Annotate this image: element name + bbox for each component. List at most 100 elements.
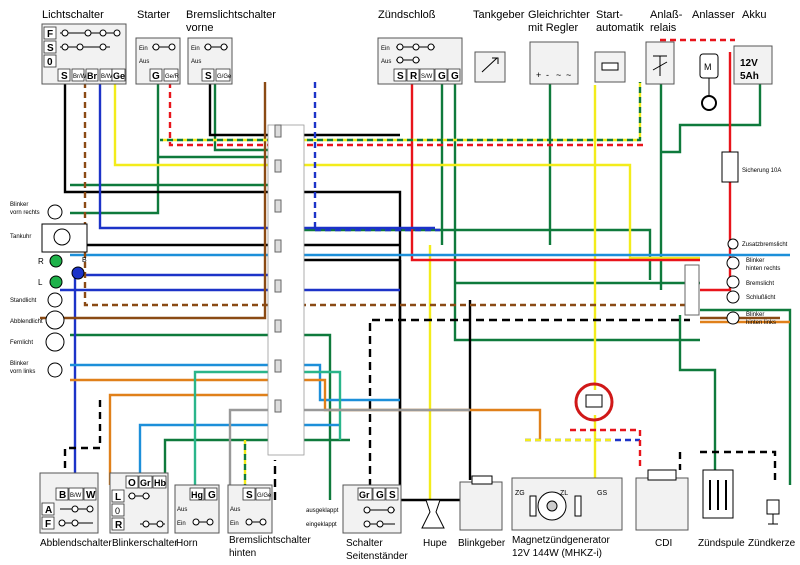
label-anlassrelais-2: relais [650,22,677,34]
wire-green-ignition [453,82,700,342]
svg-text:G: G [208,490,216,501]
right-labels: Sicherung 10A Zusatzbremslicht Blinker h… [721,151,788,326]
wire-bluedash-1 [313,82,440,232]
svg-text:Blinkerschalter: Blinkerschalter [112,538,178,549]
svg-text:Blinkgeber: Blinkgeber [458,538,506,549]
svg-text:GS: GS [597,490,607,497]
svg-text:B/W: B/W [101,74,113,80]
label-starter: Starter [137,9,170,21]
svg-text:G/Ge: G/Ge [217,74,232,80]
svg-text:Blinker: Blinker [746,258,764,264]
blinkgeber-block: Blinkgeber [458,475,506,549]
wire-black-brake [208,82,400,137]
svg-text:S: S [397,71,404,82]
svg-text:Br: Br [87,71,97,81]
zuendschloss-block: Ein Aus S R S/W G G [377,37,463,85]
svg-text:Br/W: Br/W [73,74,87,80]
svg-text:Horn: Horn [176,538,198,549]
svg-text:CDI: CDI [655,538,672,549]
cdi-block: CDI [635,469,689,549]
wire-black-blink [300,258,487,502]
label-zuendschloss: Zündschloß [378,9,436,21]
svg-text:Blinker: Blinker [10,202,28,208]
tankgeber-block [474,51,506,83]
label-gleichrichter-1: Gleichrichter [528,9,590,21]
anlasser-motor: M [699,53,719,111]
indicator-right-icon [49,254,63,268]
svg-text:Ein: Ein [177,521,186,527]
anlassrelais-block [645,41,675,85]
svg-text:S: S [61,71,68,82]
svg-text:12V 144W (MHKZ-i): 12V 144W (MHKZ-i) [512,548,602,559]
svg-text:0: 0 [47,57,53,68]
wire-brown-2 [40,82,780,320]
wire-black-2 [300,190,402,500]
svg-text:Aus: Aus [381,59,391,65]
wire-green-brake-front [213,82,272,152]
bremslicht-hinten-block: S G/Ge Aus Ein Bremslichtschalter hinten [227,484,311,559]
wire-yellow-1 [113,82,272,167]
svg-text:-: - [546,70,549,80]
wire-blue-1 [98,82,435,230]
svg-text:Hb: Hb [154,478,166,488]
wire-green-low [70,333,332,500]
svg-text:hinten links: hinten links [746,320,776,326]
svg-text:L: L [115,492,121,503]
wire-brown-1 [83,82,690,307]
wire-orange-2 [108,393,272,485]
abblendschalter-block: B B/W W A F Abblendschalter [39,472,112,549]
sicherung-icon [721,151,739,183]
svg-text:Aus: Aus [191,59,201,65]
svg-text:M: M [704,62,712,72]
svg-text:~: ~ [566,70,571,80]
schlusslicht-icon [726,290,740,304]
svg-text:G/Ge: G/Ge [257,493,272,499]
svg-text:G: G [438,71,446,82]
svg-text:Ein: Ein [191,46,200,52]
wire-black-dash [368,318,690,500]
svg-text:W: W [86,490,96,501]
wire-red-fuse [700,52,732,292]
wire-green-horn [163,438,350,485]
svg-text:Schlußlicht: Schlußlicht [746,295,776,301]
wire-lightblue-1 [70,363,400,402]
wire-red-main [410,82,700,262]
svg-text:Ein: Ein [230,521,239,527]
svg-text:Hg: Hg [191,490,203,500]
label-lichtschalter: Lichtschalter [42,9,104,21]
svg-text:Abblendlicht: Abblendlicht [10,319,43,325]
svg-text:vorn links: vorn links [10,369,35,375]
standlicht-icon [47,292,63,308]
svg-text:Gr: Gr [140,478,151,488]
label-anlassrelais-1: Anlaß- [650,9,683,21]
wire-blackdash-3 [63,400,102,485]
svg-text:Standlicht: Standlicht [10,298,37,304]
svg-text:S: S [205,71,212,82]
svg-text:Abblendschalter: Abblendschalter [40,538,112,549]
svg-text:Tankuhr: Tankuhr [10,234,31,240]
svg-text:O: O [128,478,136,489]
svg-text:Zündkerze: Zündkerze [748,538,796,549]
label-startautomatik-2: automatik [596,22,644,34]
svg-text:B: B [82,257,87,264]
svg-text:F: F [45,519,51,530]
svg-text:0: 0 [115,506,120,516]
blinker-vorn-rechts-icon [47,204,63,220]
svg-text:A: A [45,505,52,516]
svg-text:Aus: Aus [230,507,240,513]
generator-block: ZG ZL GS Magnetzündgenerator 12V 144W (M… [511,477,623,559]
wire-green-coil [678,315,717,470]
svg-text:Aus: Aus [139,59,149,65]
tankuhr-icon [41,223,88,253]
svg-text:ausgeklappt: ausgeklappt [306,508,339,514]
svg-text:~: ~ [556,70,561,80]
connector-column [267,124,700,456]
svg-text:S/W: S/W [421,74,433,80]
svg-text:R: R [38,257,44,266]
svg-text:R: R [115,520,123,531]
svg-text:Blinker: Blinker [10,361,28,367]
svg-text:Ein: Ein [139,46,148,52]
wire-yg-1b [160,82,642,142]
wire-blackdash-4 [678,450,777,485]
